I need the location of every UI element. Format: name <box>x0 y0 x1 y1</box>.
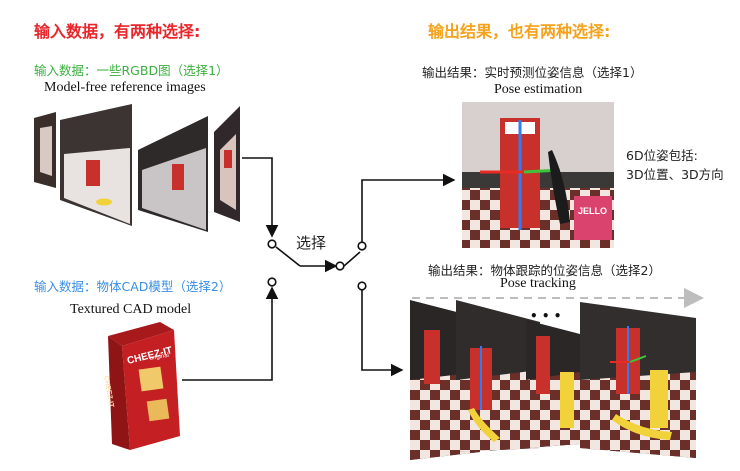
switch-output-top <box>357 241 367 251</box>
input-option1-label: 输入数据：一些RGBD图（选择1） <box>34 63 229 78</box>
jello-text: JELLO <box>578 206 607 216</box>
connector-option1 <box>242 157 279 238</box>
pose-note: 6D位姿包括: 3D位置、3D方向 <box>626 146 724 184</box>
switch <box>267 239 367 291</box>
tracking-ellipsis: • • • <box>530 309 561 323</box>
input-option2-label: 输入数据：物体CAD模型（选择2） <box>34 279 232 294</box>
connector-output1 <box>361 173 456 242</box>
reference-images <box>34 104 240 232</box>
output-connectors <box>361 173 456 377</box>
pose-tracking-frames: • • • <box>410 288 704 460</box>
input-option2-caption: Textured CAD model <box>70 302 192 317</box>
input-option1-caption: Model-free reference images <box>44 80 206 95</box>
switch-terminal-bottom <box>267 277 277 287</box>
connector-option2 <box>182 286 279 381</box>
switch-lever-left <box>275 246 301 267</box>
pose-note-line1: 6D位姿包括: <box>626 148 698 163</box>
switch-terminal-top <box>267 239 277 249</box>
pose-note-line2: 3D位置、3D方向 <box>626 167 724 182</box>
cad-box-side <box>108 336 130 450</box>
input-connectors <box>182 157 279 381</box>
connector-output2 <box>361 290 404 377</box>
left-title: 输入数据，有两种选择: <box>34 22 201 41</box>
switch-terminal-center <box>335 261 345 271</box>
ref-box-2 <box>172 164 184 190</box>
cad-model: CHEEZ-IT CHEEZ-IT original <box>102 322 180 450</box>
cad-box-subtext: original <box>149 353 169 362</box>
ref-box-1 <box>86 160 100 186</box>
output-option2-caption: Pose tracking <box>500 276 576 291</box>
output-option1-caption: Pose estimation <box>494 82 583 97</box>
output-option2-label: 输出结果：物体跟踪的位姿信息（选择2） <box>428 263 661 278</box>
pose-est-mug <box>548 150 570 224</box>
switch-output-bottom <box>357 281 367 291</box>
pose-estimation-image: JELLO <box>462 102 614 248</box>
switch-lever-right <box>343 251 361 267</box>
right-title: 输出结果，也有两种选择: <box>428 22 611 41</box>
output-option1-label: 输出结果：实时预测位姿信息（选择1） <box>422 65 643 80</box>
switch-label: 选择 <box>296 234 327 252</box>
pose-est-jello <box>574 196 612 240</box>
